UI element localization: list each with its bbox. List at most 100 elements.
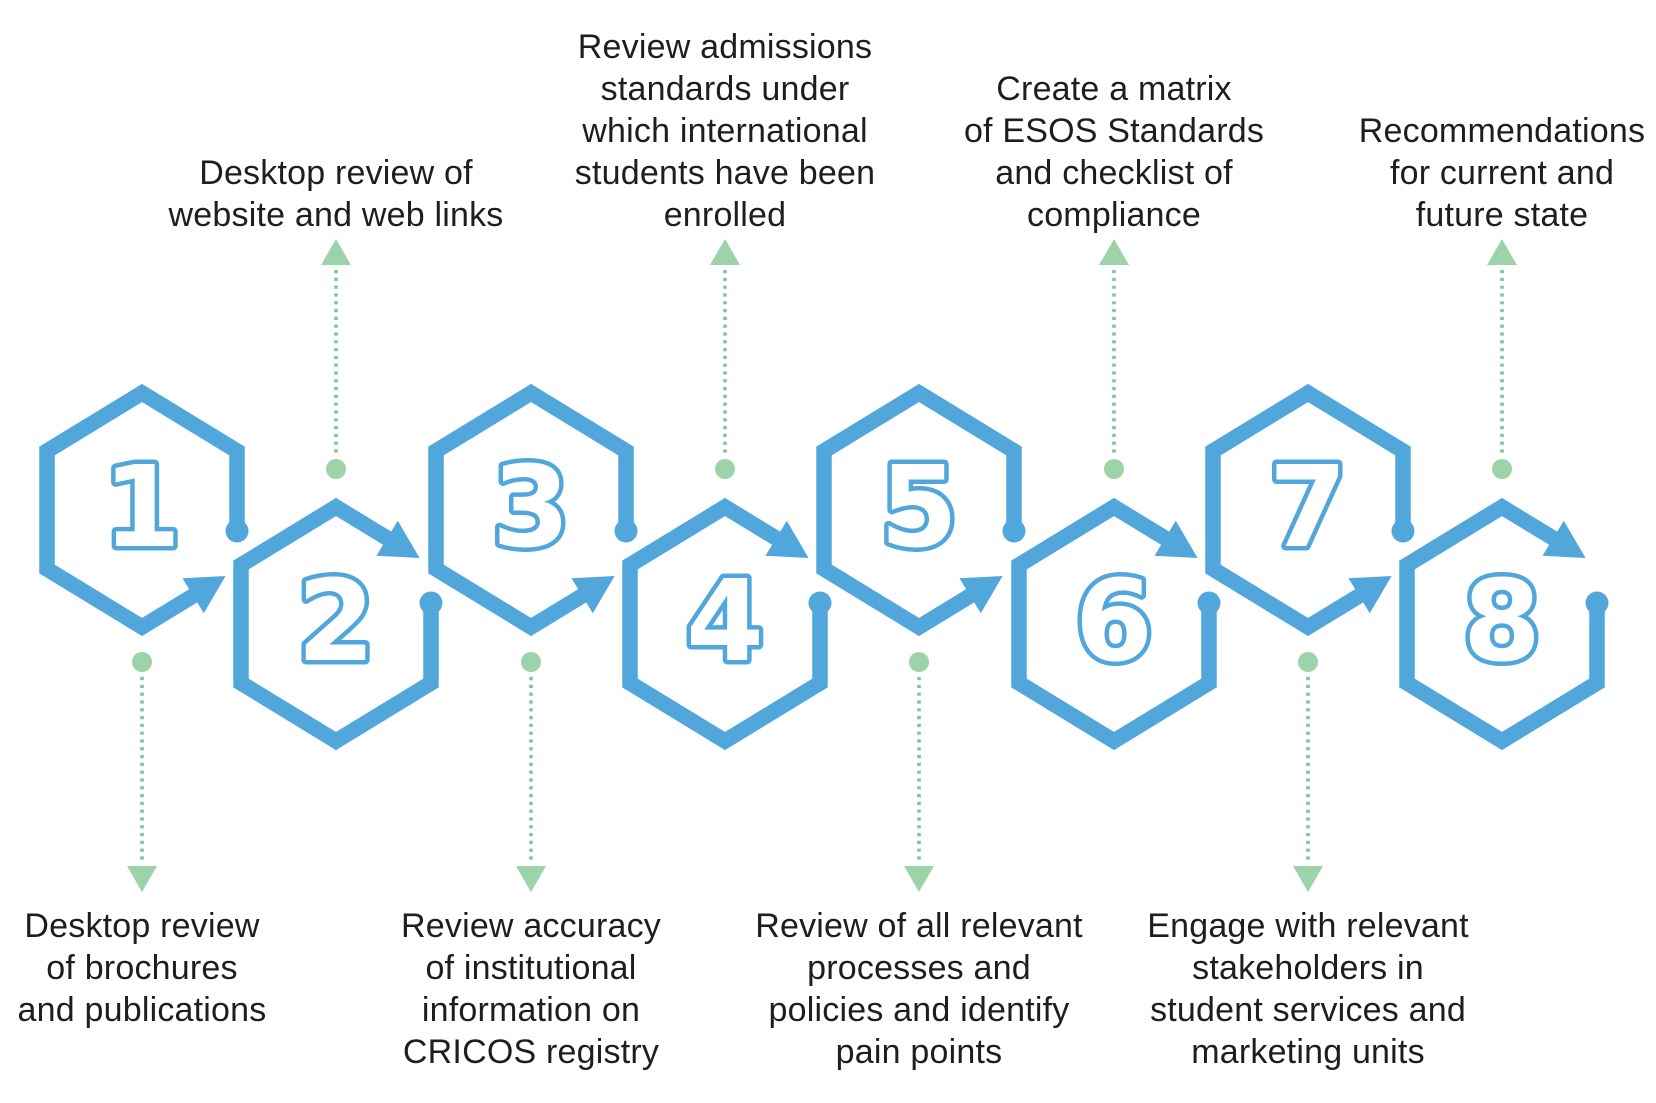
step-label-line: Recommendations: [1358, 112, 1646, 150]
step-number-5: 5: [880, 443, 958, 573]
connector-arrowhead-2: [321, 239, 351, 265]
chain-dot-7: [1391, 519, 1415, 543]
step-number-4: 4: [686, 557, 764, 687]
chain-arrowhead-2: [376, 520, 420, 558]
dotted-connector-2: [321, 239, 351, 479]
step-label-line: Desktop review: [24, 907, 260, 945]
chain-arrowhead-8: [1542, 520, 1586, 558]
step-label-line: and publications: [17, 991, 267, 1029]
step-label-line: website and web links: [168, 196, 504, 234]
step-label-line: standards under: [600, 70, 850, 108]
step-group-7: 7: [1205, 383, 1415, 637]
chain-dot-8: [1585, 591, 1609, 615]
dotted-connector-4: [710, 239, 740, 479]
step-label-line: students have been: [574, 154, 876, 192]
step-label-2: Desktop review of website and web links: [116, 152, 556, 236]
step-label-line: Create a matrix: [996, 70, 1232, 108]
dotted-connector-1: [127, 652, 157, 892]
step-label-4: Review admissions standards under which in…: [505, 26, 945, 236]
step-label-line: of ESOS Standards: [963, 112, 1265, 150]
step-label-6: Create a matrix of ESOS Standards and chec…: [894, 68, 1334, 236]
hexagon-outline-6: [1011, 497, 1217, 751]
chain-dot-3: [614, 519, 638, 543]
hexagon-outline-1: [39, 383, 245, 637]
chain-arrowhead-7: [1348, 576, 1392, 614]
step-label-line: future state: [1415, 196, 1589, 234]
step-label-line: Review accuracy: [401, 907, 661, 945]
step-label-line: stakeholders in: [1192, 949, 1424, 987]
step-label-5: Review of all relevant processes and polic…: [699, 905, 1139, 1073]
dotted-connector-5: [904, 652, 934, 892]
step-label-line: and checklist of: [995, 154, 1233, 192]
step-number-8: 8: [1463, 557, 1541, 687]
hexagon-outline-4: [622, 497, 828, 751]
step-label-line: enrolled: [663, 196, 787, 234]
hexagon-outline-7: [1205, 383, 1411, 637]
step-label-line: Review of all relevant: [755, 907, 1083, 945]
chain-arrowhead-4: [765, 520, 809, 558]
connector-circle-6: [1104, 459, 1124, 479]
connector-arrowhead-4: [710, 239, 740, 265]
connector-circle-3: [521, 652, 541, 672]
step-group-5: 5: [816, 383, 1026, 637]
chain-dot-6: [1197, 591, 1221, 615]
chain-arrowhead-5: [959, 576, 1003, 614]
connector-circle-7: [1298, 652, 1318, 672]
connector-arrowhead-7: [1293, 866, 1323, 892]
chain-arrowhead-6: [1154, 520, 1198, 558]
step-group-2: 2: [233, 497, 443, 751]
dotted-connector-3: [516, 652, 546, 892]
step-label-line: information on: [421, 991, 641, 1029]
step-label-line: policies and identify: [768, 991, 1070, 1029]
hexagon-outline-8: [1399, 497, 1605, 751]
step-label-line: of institutional: [425, 949, 637, 987]
step-label-line: marketing units: [1191, 1033, 1425, 1071]
step-label-line: Desktop review of: [199, 154, 473, 192]
step-label-line: pain points: [835, 1033, 1003, 1071]
connector-circle-4: [715, 459, 735, 479]
step-label-1: Desktop review of brochures and publicatio…: [0, 905, 362, 1031]
connector-arrowhead-1: [127, 866, 157, 892]
step-label-line: Review admissions: [577, 28, 873, 66]
connector-circle-2: [326, 459, 346, 479]
step-label-3: Review accuracy of institutional informati…: [311, 905, 751, 1073]
hexagon-outline-2: [233, 497, 439, 751]
connector-arrowhead-3: [516, 866, 546, 892]
step-group-3: 3: [428, 383, 638, 637]
step-number-2: 2: [297, 557, 375, 687]
step-label-line: processes and: [807, 949, 1031, 987]
step-label-line: student services and: [1150, 991, 1466, 1029]
chain-dot-2: [419, 591, 443, 615]
step-number-6: 6: [1075, 557, 1153, 687]
step-group-4: 4: [622, 497, 832, 751]
step-label-line: CRICOS registry: [402, 1033, 660, 1071]
hexagon-outline-5: [816, 383, 1022, 637]
step-number-7: 7: [1269, 443, 1347, 573]
step-group-1: 1: [39, 383, 249, 637]
step-number-1: 1: [103, 443, 181, 573]
connector-arrowhead-5: [904, 866, 934, 892]
connector-arrowhead-8: [1487, 239, 1517, 265]
dotted-connector-6: [1099, 239, 1129, 479]
chain-dot-4: [808, 591, 832, 615]
step-group-8: 8: [1399, 497, 1609, 751]
step-group-6: 6: [1011, 497, 1221, 751]
chain-dot-5: [1002, 519, 1026, 543]
step-label-line: Engage with relevant: [1147, 907, 1469, 945]
chain-arrowhead-1: [182, 576, 226, 614]
connector-circle-1: [132, 652, 152, 672]
step-label-line: compliance: [1027, 196, 1201, 234]
connector-circle-5: [909, 652, 929, 672]
chain-dot-1: [225, 519, 249, 543]
step-label-line: which international: [582, 112, 868, 150]
chain-arrowhead-3: [571, 576, 615, 614]
connector-circle-8: [1492, 459, 1512, 479]
step-number-3: 3: [492, 443, 570, 573]
step-label-line: of brochures: [46, 949, 238, 987]
step-label-7: Engage with relevant stakeholders in stude…: [1088, 905, 1528, 1073]
connector-arrowhead-6: [1099, 239, 1129, 265]
dotted-connector-7: [1293, 652, 1323, 892]
dotted-connector-8: [1487, 239, 1517, 479]
